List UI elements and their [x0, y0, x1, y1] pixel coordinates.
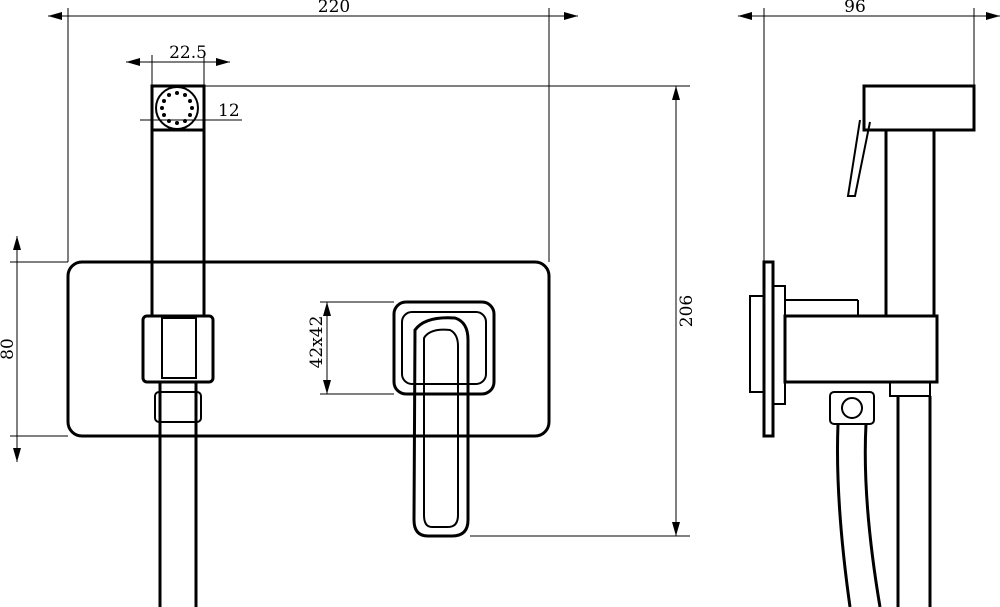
front-view: [66, 84, 551, 607]
holder: [141, 314, 215, 384]
dim-total-height: 206: [677, 295, 697, 327]
side-shower-head: [862, 84, 976, 132]
mixer-lever: [412, 316, 470, 538]
mixer-base: [392, 300, 496, 396]
wall-plate: [66, 260, 551, 438]
dim-handle-size: 42x42: [307, 316, 327, 369]
dimension-lines: 220 22.5 12 206 80 42x42 96: [0, 0, 1000, 537]
dim-head-diameter: 12: [218, 101, 240, 121]
spray-nozzles-icon: [160, 91, 194, 125]
body-block: [783, 314, 939, 384]
dim-total-width: 220: [318, 0, 350, 17]
dim-plate-height: 80: [0, 338, 18, 360]
dim-head-width: 22.5: [169, 43, 207, 63]
dim-depth: 96: [844, 0, 866, 17]
trigger-lever: [846, 119, 871, 197]
side-view: [749, 84, 976, 607]
shower-handle: [150, 128, 206, 318]
